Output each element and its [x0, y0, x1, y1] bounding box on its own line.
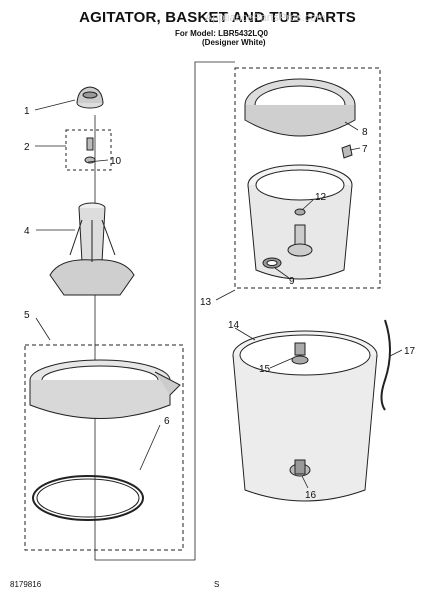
callout-4: 4 [24, 226, 30, 237]
callout-17: 17 [404, 346, 416, 357]
nut-part [294, 208, 306, 216]
callout-5: 5 [24, 310, 30, 321]
callout-13: 13 [200, 297, 212, 308]
bolt-washer-part [84, 137, 96, 164]
callout-9: 9 [289, 276, 295, 287]
agitator-cap-part [76, 86, 104, 109]
page-title: AGITATOR, BASKET AND TUB PARTS [79, 9, 356, 26]
page-letter: S [214, 580, 220, 589]
model-line: For Model: LBR5432LQ0 [175, 29, 268, 38]
callout-7: 7 [362, 144, 368, 155]
color-line: (Designer White) [202, 38, 266, 47]
box-2 [65, 129, 112, 171]
doc-number: 8179816 [10, 580, 42, 589]
clip-part [341, 144, 353, 159]
basket-hub-part [287, 224, 313, 257]
tub-fitting-part [291, 342, 309, 365]
callout-12: 12 [315, 192, 327, 203]
callout-2: 2 [24, 142, 30, 153]
watermark: AppliancePartsPros.com [205, 12, 326, 24]
box-5 [24, 344, 184, 551]
callout-10: 10 [110, 156, 122, 167]
seal-part [262, 257, 282, 269]
callout-8: 8 [362, 127, 368, 138]
tub-seal-part [289, 459, 311, 477]
callout-1: 1 [24, 106, 30, 117]
upper-ring-part [244, 78, 356, 137]
callout-14: 14 [228, 320, 240, 331]
agitator-part [49, 202, 135, 296]
box-13 [234, 67, 381, 289]
gasket-ring-part [32, 475, 144, 521]
hose-part [380, 319, 391, 411]
callout-16: 16 [305, 490, 317, 501]
balance-ring-part [29, 359, 181, 419]
callout-6: 6 [164, 416, 170, 427]
callout-15: 15 [259, 364, 271, 375]
